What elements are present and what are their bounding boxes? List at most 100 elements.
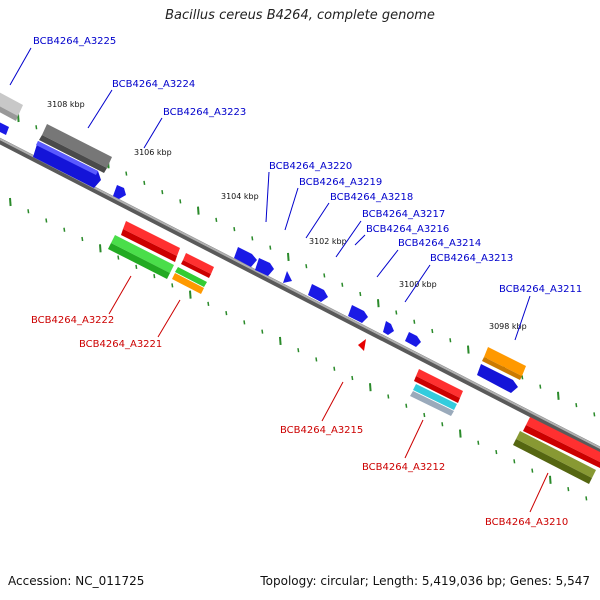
tick-mark xyxy=(359,291,362,297)
tick-mark xyxy=(125,171,128,176)
gene-A3219-arrow[interactable] xyxy=(283,271,292,283)
gene-A3212-cyan-bar[interactable] xyxy=(413,384,457,410)
gene-label[interactable]: BCB4264_A3214 xyxy=(398,238,481,249)
scale-label: 3102 kbp xyxy=(309,237,347,246)
scale-label: 3100 kbp xyxy=(399,280,437,289)
gene-A3224-bar[interactable] xyxy=(39,124,112,173)
reverse-gene-labels: BCB4264_A3222 BCB4264_A3221 BCB4264_A321… xyxy=(31,315,568,528)
gene-label[interactable]: BCB4264_A3224 xyxy=(112,79,195,90)
tick-mark xyxy=(279,336,282,345)
gene-label[interactable]: BCB4264_A3216 xyxy=(366,224,449,235)
tick-mark xyxy=(207,301,210,306)
tick-mark xyxy=(593,412,596,417)
gene-label[interactable]: BCB4264_A3221 xyxy=(79,339,162,350)
gene-A3218-arrow[interactable] xyxy=(308,284,328,302)
gene-A3214-arrow[interactable] xyxy=(383,321,394,335)
gene-A3222-red-bar[interactable] xyxy=(121,221,180,262)
tick-mark xyxy=(225,311,228,316)
scale-label: 3106 kbp xyxy=(134,148,172,157)
tick-mark xyxy=(557,391,560,400)
gene-label[interactable]: BCB4264_A3213 xyxy=(430,253,513,264)
gene-A3223-arrow[interactable] xyxy=(33,141,101,188)
tick-mark xyxy=(477,440,480,445)
scale-label: 3108 kbp xyxy=(47,100,85,109)
map-title: Bacillus cereus B4264, complete genome xyxy=(165,8,435,23)
gene-A3211-arrow[interactable] xyxy=(477,364,518,393)
tick-mark xyxy=(585,496,588,501)
gene-A3216-arrow[interactable] xyxy=(348,305,368,323)
tick-mark xyxy=(135,264,138,269)
tick-mark xyxy=(567,486,570,492)
tick-mark xyxy=(341,282,344,287)
gene-A3211-orange-bar[interactable] xyxy=(482,347,526,380)
tick-mark xyxy=(171,283,174,288)
scale-labels: 3108 kbp 3106 kbp 3104 kbp 3102 kbp 3100… xyxy=(47,100,527,331)
tick-mark xyxy=(449,338,452,343)
tick-mark xyxy=(467,345,470,354)
tick-mark xyxy=(27,209,30,214)
tick-mark xyxy=(305,264,308,269)
gene-A3213-arrow[interactable] xyxy=(405,332,421,347)
tick-mark xyxy=(495,449,498,455)
gene-label[interactable]: BCB4264_A3211 xyxy=(499,284,582,295)
gene-label[interactable]: BCB4264_A3210 xyxy=(485,517,568,528)
accession-text: Accession: NC_011725 xyxy=(8,574,145,588)
tick-mark xyxy=(521,375,524,380)
tick-mark xyxy=(251,236,254,241)
tick-mark xyxy=(9,197,12,207)
tick-mark xyxy=(81,236,84,242)
gene-label[interactable]: BCB4264_A3212 xyxy=(362,462,445,473)
gene-label[interactable]: BCB4264_A3222 xyxy=(31,315,114,326)
tick-mark xyxy=(333,366,336,371)
gene-label[interactable]: BCB4264_A3225 xyxy=(33,36,116,47)
tick-mark xyxy=(459,429,462,438)
gene-A3221-orange-bar[interactable] xyxy=(172,273,204,294)
gene-A3222-arrow-small[interactable] xyxy=(113,185,126,199)
gene-A3221-red-bar[interactable] xyxy=(181,253,214,278)
gene-A3215-red-triangle[interactable] xyxy=(358,339,366,351)
tick-mark xyxy=(233,227,236,232)
tick-mark xyxy=(377,299,380,308)
tick-mark xyxy=(441,422,444,427)
tick-mark xyxy=(549,475,552,484)
gene-A3210-olive-bar[interactable] xyxy=(513,431,596,484)
tick-mark xyxy=(143,180,146,185)
tick-mark xyxy=(513,459,516,464)
tick-mark xyxy=(413,319,416,324)
gene-label[interactable]: BCB4264_A3219 xyxy=(299,177,382,188)
gene-A3212-red-bar[interactable] xyxy=(414,369,463,403)
tick-row-inner xyxy=(9,197,588,501)
gene-A3225-arrow[interactable] xyxy=(0,120,9,135)
forward-leaders xyxy=(9,47,531,341)
scale-label: 3104 kbp xyxy=(221,192,259,201)
tick-mark xyxy=(179,199,182,204)
tick-mark xyxy=(297,348,300,353)
tick-mark xyxy=(287,252,290,261)
gene-A3212-gray-bar[interactable] xyxy=(410,391,454,416)
tick-mark xyxy=(153,273,156,279)
tick-mark xyxy=(351,375,354,381)
scale-label: 3098 kbp xyxy=(489,322,527,331)
gene-A3225-bar[interactable] xyxy=(0,90,23,121)
gene-label[interactable]: BCB4264_A3215 xyxy=(280,425,363,436)
gene-label[interactable]: BCB4264_A3220 xyxy=(269,161,352,172)
tick-mark xyxy=(243,320,246,325)
tick-mark xyxy=(35,125,38,130)
gene-label[interactable]: BCB4264_A3223 xyxy=(163,107,246,118)
tick-mark xyxy=(387,394,390,399)
tick-mark xyxy=(197,206,200,215)
tick-mark xyxy=(395,310,398,315)
gene-A3220-arrow[interactable] xyxy=(234,247,274,276)
tick-row-outer xyxy=(17,113,596,417)
tick-mark xyxy=(323,273,326,278)
gene-label[interactable]: BCB4264_A3217 xyxy=(362,209,445,220)
topology-summary: Topology: circular; Length: 5,419,036 bp… xyxy=(260,574,590,588)
gene-label[interactable]: BCB4264_A3218 xyxy=(330,192,413,203)
tick-mark xyxy=(99,244,102,253)
gene-A3210-red-bar[interactable] xyxy=(523,417,600,468)
tick-mark xyxy=(431,328,434,334)
gene-A3221-green-bar[interactable] xyxy=(175,267,207,287)
tick-mark xyxy=(161,189,164,195)
gene-A3222-green-bar[interactable] xyxy=(108,235,174,279)
